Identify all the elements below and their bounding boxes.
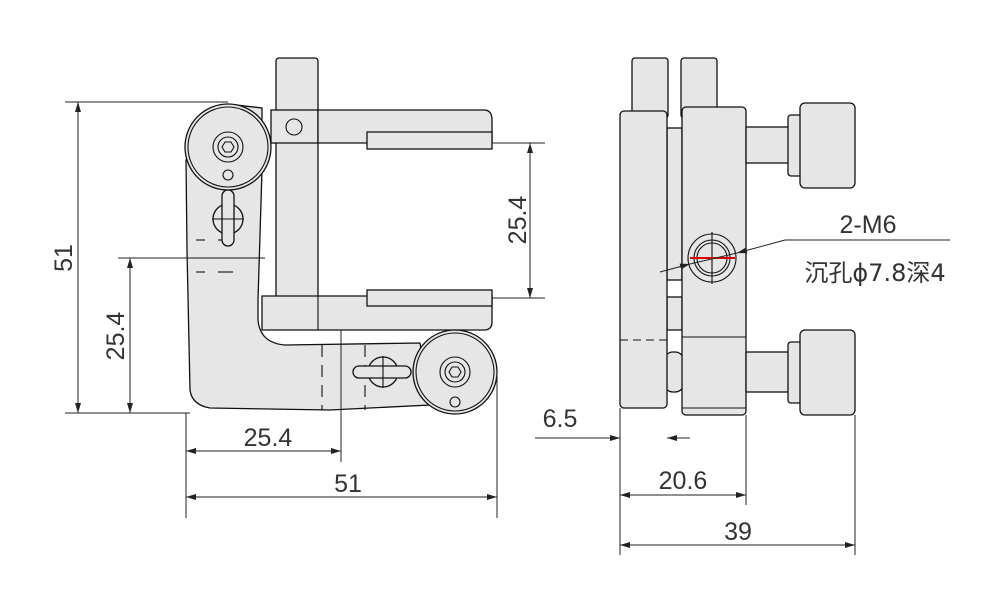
vertical-post: [275, 57, 319, 299]
hex-socket-icon: [448, 366, 462, 378]
callout-thread: 2-M6: [840, 211, 897, 239]
dim-plate-offset: 6.5: [543, 405, 578, 433]
callout-counterbore: 沉孔ϕ7.8深4: [804, 259, 945, 287]
upper-adjust-knob[interactable]: [745, 102, 856, 189]
dim-overall-width: 51: [334, 470, 362, 498]
right-plate: [681, 106, 747, 416]
counterbore-hole: [687, 232, 737, 284]
top-arm-slot: [366, 131, 493, 150]
dim-overall-depth: 39: [724, 518, 752, 546]
left-plate: [619, 110, 668, 409]
hex-socket-icon: [221, 141, 235, 153]
top-lock-screw: [212, 189, 244, 247]
dim-half-width: 25.4: [244, 424, 293, 452]
clamp-block: [270, 109, 319, 144]
dim-body-depth: 20.6: [659, 467, 708, 495]
front-view: 51 25.4 25.4 25.4 51: [50, 57, 545, 518]
side-view: 2-M6 沉孔ϕ7.8深4 6.5 20.6 39: [535, 57, 950, 555]
lower-adjust-knob[interactable]: [745, 329, 856, 416]
bottom-knob[interactable]: [412, 329, 498, 415]
top-knob[interactable]: [184, 103, 272, 191]
bottom-arm-slot: [366, 289, 493, 307]
dim-arm-spacing: 25.4: [504, 196, 532, 245]
dim-lower-height: 25.4: [102, 312, 130, 361]
clamp-screw-hole: [285, 118, 303, 136]
post-left: [631, 57, 669, 119]
gap-strip: [666, 127, 683, 281]
dim-overall-height: 51: [50, 244, 78, 272]
bottom-lock-screw: [352, 356, 412, 388]
